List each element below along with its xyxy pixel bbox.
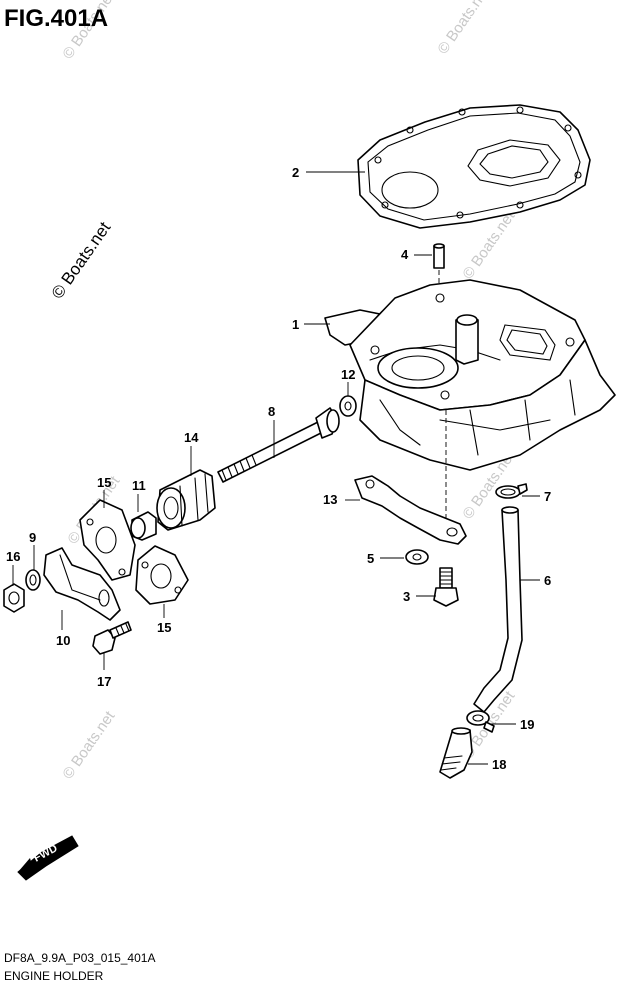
callout-6: 6 [544,573,551,588]
figure-title: FIG.401A [4,5,108,32]
callout-11: 11 [132,478,146,493]
callout-numbers: 2 4 1 12 8 14 11 15 9 16 10 15 17 13 5 3… [6,165,551,772]
callout-10: 10 [56,633,70,648]
callout-17: 16 [6,549,20,564]
bracket-part-10 [43,547,121,621]
callout-4: 4 [401,247,409,262]
bushing-part-14 [156,469,216,531]
forward-direction-badge: FWD [17,835,79,881]
figure-caption: ENGINE HOLDER [4,969,104,983]
watermark-dark: © Boats.net [48,218,115,302]
bolt-part-16 [92,621,132,655]
figure-code: DF8A_9.9A_P03_015_401A [4,951,155,965]
callout-15-lower: 15 [157,620,171,635]
callout-15-upper: 15 [97,475,111,490]
collar-part-11 [130,511,157,541]
clamp-part-7 [495,483,528,499]
gasket-part-2 [357,104,591,229]
callout-19: 19 [520,717,534,732]
callout-5: 5 [367,551,374,566]
callout-8: 8 [268,404,275,419]
fitting-part-18 [439,727,473,779]
callout-18: 18 [492,757,506,772]
watermark: © Boats.net [434,0,493,57]
dowel-pin-part-4 [433,243,445,295]
callout-14: 14 [184,430,199,445]
callout-12: 12 [341,367,355,382]
clamp-part-19 [466,710,495,733]
bolt-part-3 [433,567,459,607]
callout-13: 13 [323,492,337,507]
callout-3: 3 [403,589,410,604]
leader-lines [12,171,540,765]
callout-16: 17 [97,674,111,689]
plate-part-13 [354,475,467,545]
callout-2: 2 [292,165,299,180]
washer-part-12 [339,395,357,417]
lock-washer-part-9 [25,569,41,591]
callout-1: 1 [292,317,299,332]
washer-part-5 [405,549,429,565]
nut-part-17 [3,583,25,613]
engine-holder-part-1 [324,279,616,520]
callout-7: 7 [544,489,551,504]
bolt-part-8 [217,407,340,483]
plate-part-15-upper [79,499,136,581]
hose-part-6 [473,506,523,713]
watermark: © Boats.net [59,707,118,782]
callout-9: 9 [29,530,36,545]
plate-part-15-lower [135,545,189,605]
